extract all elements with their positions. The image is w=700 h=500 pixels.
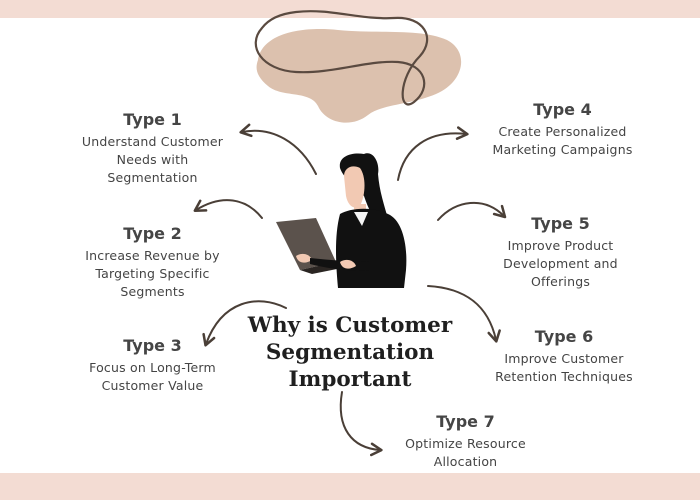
type-6-label: Type 6	[534, 327, 594, 346]
decor-blob	[256, 29, 462, 123]
type-5-text: Improve Product Development and Offering…	[503, 238, 618, 289]
type-5-node: Type 5 Improve Product Development and O…	[468, 214, 653, 291]
type-6-text: Improve Customer Retention Techniques	[495, 351, 633, 384]
type-2-text: Increase Revenue by Targeting Specific S…	[85, 248, 220, 299]
type-7-text: Optimize Resource Allocation	[405, 436, 526, 469]
arrow-to-type-2	[193, 199, 263, 219]
laptop	[276, 218, 336, 270]
type-4-node: Type 4 Create Personalized Marketing Cam…	[470, 100, 655, 159]
arrow-to-type-5	[437, 202, 507, 221]
collar	[354, 212, 368, 226]
type-4-label: Type 4	[533, 100, 592, 119]
arm	[310, 258, 370, 271]
hand-right	[340, 259, 356, 269]
body	[336, 208, 407, 288]
type-1-text: Understand Customer Needs with Segmentat…	[81, 134, 224, 185]
arrow-to-type-7	[339, 391, 383, 457]
woman-with-laptop-illustration	[276, 153, 407, 288]
type-3-label: Type 3	[123, 336, 182, 355]
type-1-label: Type 1	[123, 110, 182, 129]
type-1-node: Type 1 Understand Customer Needs with Se…	[60, 110, 245, 187]
type-4-text: Create Personalized Marketing Campaigns	[492, 124, 633, 157]
type-3-text: Focus on Long-Term Customer Value	[89, 360, 216, 393]
hand	[296, 253, 312, 263]
type-2-label: Type 2	[123, 224, 182, 243]
arrow-to-type-3	[202, 300, 287, 347]
type-7-node: Type 7 Optimize Resource Allocation	[378, 412, 553, 471]
type-3-node: Type 3 Focus on Long-Term Customer Value	[60, 336, 245, 395]
diagram-title: Why is Customer Segmentation Important	[247, 313, 453, 392]
bottom-band	[0, 473, 700, 500]
decor-squiggle	[254, 10, 429, 106]
arrow-to-type-4	[397, 126, 469, 181]
top-band	[0, 0, 700, 18]
type-7-label: Type 7	[436, 412, 495, 431]
type-6-node: Type 6 Improve Customer Retention Techni…	[464, 327, 664, 386]
arrow-to-type-6	[427, 285, 501, 343]
type-2-node: Type 2 Increase Revenue by Targeting Spe…	[60, 224, 245, 301]
face	[344, 166, 365, 208]
type-5-label: Type 5	[531, 214, 590, 233]
arrow-to-type-1	[239, 123, 317, 175]
